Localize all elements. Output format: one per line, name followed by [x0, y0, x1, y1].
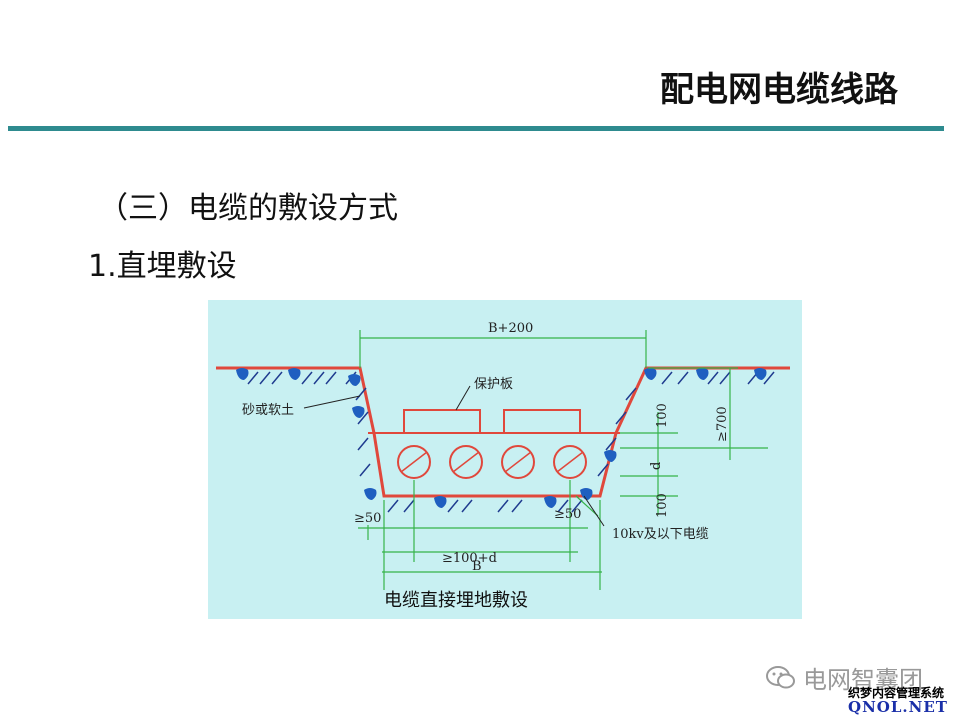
label-cable: 10kv及以下电缆	[612, 526, 709, 542]
diagram-background	[208, 300, 802, 619]
cables	[397, 445, 587, 479]
subsection-heading: 1.直埋敷设	[88, 249, 237, 284]
label-spacing: ≥100+d	[442, 551, 497, 566]
protect-plate-right	[503, 409, 581, 434]
label-top-width: B+200	[488, 321, 533, 336]
stamp-line: 织梦内容管理系统	[848, 686, 945, 700]
soil-hatching	[247, 371, 775, 513]
label-bottom-width: B	[472, 559, 482, 574]
dimension-lines	[358, 330, 768, 590]
label-depth-d: d	[649, 462, 664, 470]
diagram-caption: 电缆直接埋地敷设	[384, 590, 528, 611]
label-sand-soil: 砂或软土	[242, 403, 294, 418]
cable-3	[501, 445, 535, 479]
cable-2	[449, 445, 483, 479]
protect-plate-left	[403, 409, 481, 434]
cable-4	[553, 445, 587, 479]
soil-stones	[236, 368, 767, 508]
title-divider	[8, 126, 944, 131]
watermark-text: 电网智囊团	[803, 666, 923, 694]
stamp-site: QNOL.NET	[848, 698, 948, 716]
site-stamp: 织梦内容管理系统 QNOL.NET	[848, 686, 956, 716]
label-depth-100-bottom: 100	[655, 493, 670, 518]
leader-lines	[303, 385, 605, 527]
label-left-50: ≥50	[354, 511, 381, 526]
watermark: 电网智囊团	[765, 660, 923, 695]
label-protect-plate: 保护板	[474, 377, 513, 392]
cable-1	[397, 445, 431, 479]
label-depth-700: ≥700	[715, 406, 730, 442]
section-heading: （三）电缆的敷设方式	[98, 191, 398, 226]
wechat-icon	[766, 665, 795, 688]
trench-outline	[216, 366, 790, 498]
label-depth-100-top: 100	[655, 403, 670, 428]
label-right-50: ≥50	[554, 507, 581, 522]
slide-title: 配电网电缆线路	[660, 70, 898, 110]
direct-burial-diagram: B+200 保护板 砂或软土 100 d 100 ≥700 ≥50 ≥50 ≥1…	[208, 300, 802, 619]
